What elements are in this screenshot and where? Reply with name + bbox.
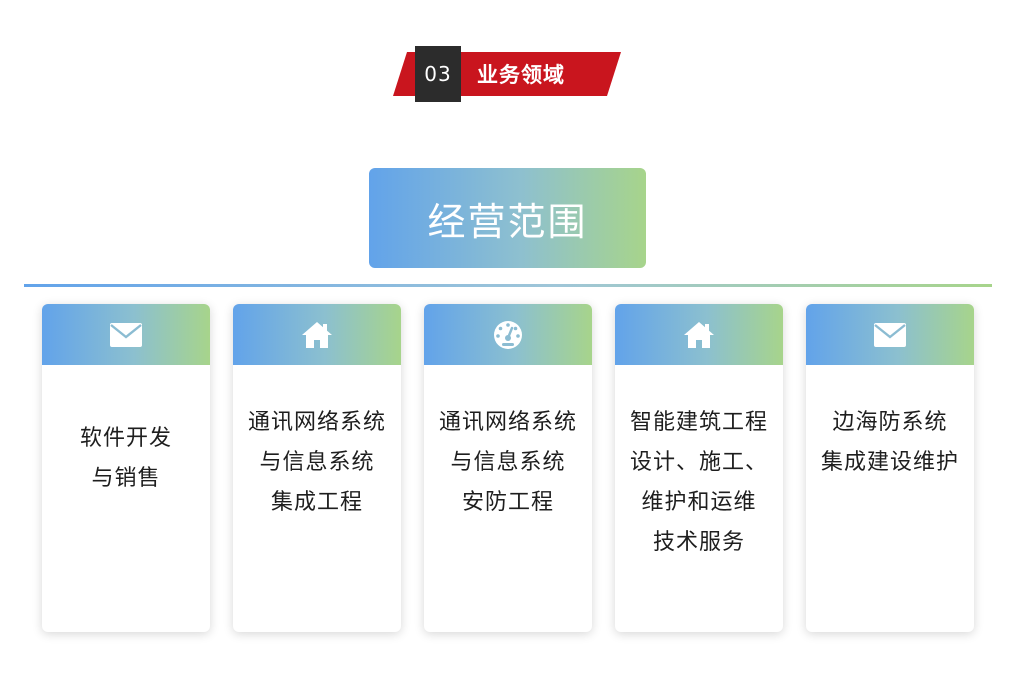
card-body: 边海防系统 集成建设维护 — [806, 365, 974, 632]
card-text: 智能建筑工程 设计、施工、 维护和运维 技术服务 — [629, 410, 768, 555]
card-software: 软件开发 与销售 — [42, 304, 210, 632]
card-text: 通讯网络系统 与信息系统 集成工程 — [247, 410, 386, 515]
home-icon — [683, 320, 715, 350]
card-border-defense: 边海防系统 集成建设维护 — [806, 304, 974, 632]
card-header — [233, 304, 401, 365]
card-text: 通讯网络系统 与信息系统 安防工程 — [438, 410, 577, 515]
card-intelligent-building: 智能建筑工程 设计、施工、 维护和运维 技术服务 — [615, 304, 783, 632]
card-text: 软件开发 与销售 — [79, 426, 172, 491]
envelope-icon — [109, 322, 143, 348]
card-header — [42, 304, 210, 365]
card-header — [424, 304, 592, 365]
card-security-engineering: 通讯网络系统 与信息系统 安防工程 — [424, 304, 592, 632]
card-header — [806, 304, 974, 365]
home-icon — [301, 320, 333, 350]
card-text: 边海防系统 集成建设维护 — [820, 410, 959, 475]
card-body: 通讯网络系统 与信息系统 集成工程 — [233, 365, 401, 632]
section-title: 业务领域 — [477, 63, 565, 87]
card-body: 智能建筑工程 设计、施工、 维护和运维 技术服务 — [615, 365, 783, 632]
section-header: 03 业务领域 — [393, 46, 623, 102]
card-network-integration: 通讯网络系统 与信息系统 集成工程 — [233, 304, 401, 632]
gauge-icon — [492, 319, 524, 351]
card-header — [615, 304, 783, 365]
business-cards: 软件开发 与销售 通讯网络系统 与信息系统 集成工程 — [42, 304, 976, 634]
scope-banner: 经营范围 — [369, 168, 646, 268]
divider-line — [24, 284, 992, 287]
card-body: 通讯网络系统 与信息系统 安防工程 — [424, 365, 592, 632]
envelope-icon — [873, 322, 907, 348]
section-number: 03 — [415, 46, 461, 102]
card-body: 软件开发 与销售 — [42, 365, 210, 632]
